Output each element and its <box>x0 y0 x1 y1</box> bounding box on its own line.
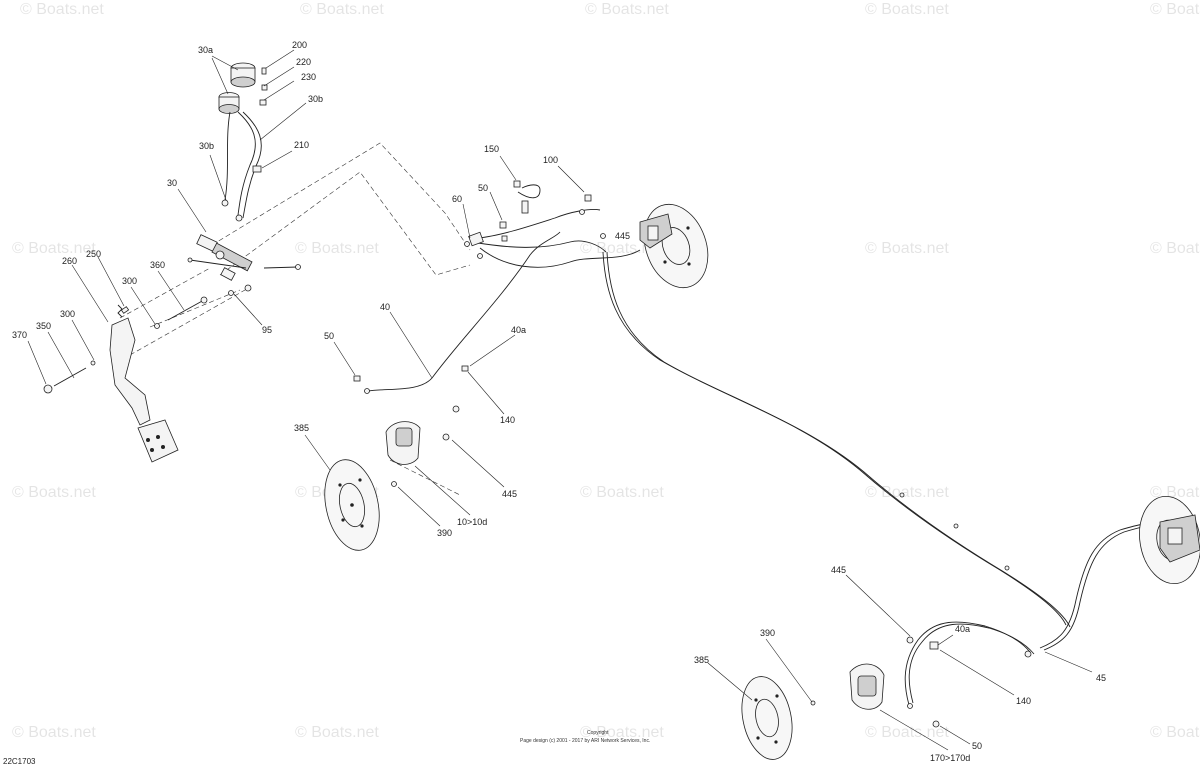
callout-200: 200 <box>292 40 307 50</box>
watermark: © Boats.net <box>1150 1 1200 18</box>
callout-300: 300 <box>60 309 75 319</box>
callout-370: 370 <box>12 330 27 340</box>
diagram-code: 22C1703 <box>3 757 36 766</box>
callout-445: 445 <box>502 489 517 499</box>
brake-line-40a-rear <box>904 621 1035 706</box>
callout-260: 260 <box>62 256 77 266</box>
watermark: © Boats.net <box>12 484 96 501</box>
front-caliper-left <box>385 405 460 487</box>
callout-210: 210 <box>294 140 309 150</box>
brake-line-45 <box>602 251 1165 658</box>
brake-disc-left <box>324 459 380 551</box>
callout-445: 445 <box>615 231 630 241</box>
callout-445: 445 <box>831 565 846 575</box>
callout-30a: 30a <box>198 45 213 55</box>
callout-140: 140 <box>500 415 515 425</box>
brake-fluid-reservoir <box>218 62 256 114</box>
watermark: © Boats.net <box>580 484 664 501</box>
callout-50: 50 <box>324 331 334 341</box>
watermark: © Boats.net <box>865 484 949 501</box>
callout-170-170d: 170>170d <box>930 753 970 763</box>
master-cylinder <box>187 234 301 296</box>
callout-300: 300 <box>122 276 137 286</box>
brake-line-40 <box>353 231 561 394</box>
brake-pedal <box>43 296 208 463</box>
watermark: © Boats.net <box>1150 240 1200 257</box>
callout-390: 390 <box>760 628 775 638</box>
callout-50: 50 <box>972 741 982 751</box>
callout-220: 220 <box>296 57 311 67</box>
rear-caliper <box>849 663 940 728</box>
callout-390: 390 <box>437 528 452 538</box>
callout-150: 150 <box>484 144 499 154</box>
callout-360: 360 <box>150 260 165 270</box>
reservoir-fasteners <box>259 67 268 106</box>
watermark: © Boats.net <box>12 240 96 257</box>
callout-230: 230 <box>301 72 316 82</box>
callout-40a: 40a <box>511 325 526 335</box>
watermark: © Boats.net <box>20 1 104 18</box>
copyright-title: Copyright <box>587 730 609 736</box>
watermark: © Boats.net <box>1150 724 1200 741</box>
brake-disc-bottom <box>741 676 816 760</box>
callout-350: 350 <box>36 321 51 331</box>
watermark: © Boats.net <box>580 724 664 741</box>
callout-140: 140 <box>1016 696 1031 706</box>
callout-45: 45 <box>1096 673 1106 683</box>
callout-labels: 200 220 230 30b 30a 30b 210 30 250 260 3… <box>12 40 1106 763</box>
distribution-block <box>464 180 641 268</box>
reservoir-hoses <box>221 111 262 222</box>
brake-disc-rear-right <box>1139 495 1200 585</box>
callout-250: 250 <box>86 249 101 259</box>
callout-385: 385 <box>294 423 309 433</box>
callout-385: 385 <box>694 655 709 665</box>
leader-lines <box>27 49 1093 751</box>
watermark: © Boats.net <box>865 724 949 741</box>
callout-10-10d: 10>10d <box>457 517 487 527</box>
watermark: © Boats.net <box>865 240 949 257</box>
callout-40: 40 <box>380 302 390 312</box>
watermark: © Boats.net <box>12 724 96 741</box>
watermark: © Boats.net <box>300 1 384 18</box>
brake-disc-upper <box>639 203 709 289</box>
callout-30b: 30b <box>308 94 323 104</box>
watermark-layer: © Boats.net © Boats.net © Boats.net © Bo… <box>12 1 1200 741</box>
callout-40a: 40a <box>955 624 970 634</box>
callout-100: 100 <box>543 155 558 165</box>
watermark: © Boats.net <box>585 1 669 18</box>
watermark: © Boats.net <box>295 240 379 257</box>
callout-30: 30 <box>167 178 177 188</box>
watermark: © Boats.net <box>865 1 949 18</box>
watermark: © Boats.net <box>580 240 664 257</box>
callout-95: 95 <box>262 325 272 335</box>
copyright-text: Page design (c) 2001 - 2017 by ARI Netwo… <box>520 738 650 744</box>
callout-30b: 30b <box>199 141 214 151</box>
callout-50: 50 <box>478 183 488 193</box>
watermark: © Boats.net <box>295 724 379 741</box>
assembly-dashed-lines <box>119 142 471 496</box>
callout-60: 60 <box>452 194 462 204</box>
